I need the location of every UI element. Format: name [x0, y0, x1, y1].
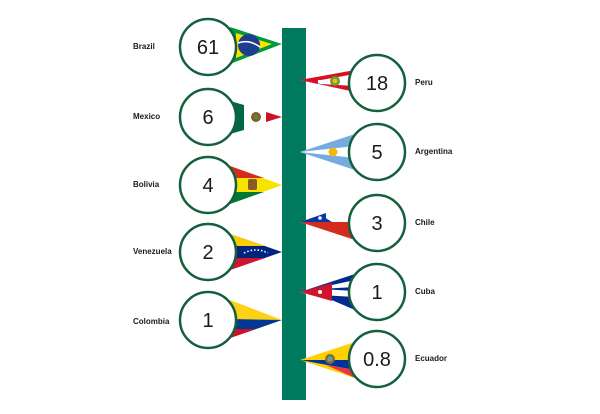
venezuela-value-circle [178, 222, 238, 282]
brazil-entry: 61 Brazil [133, 17, 282, 77]
argentina-label: Argentina [415, 147, 453, 156]
chile-entry: 3 Chile [300, 193, 435, 253]
ecuador-flag-icon [300, 342, 355, 378]
bolivia-label: Bolivia [133, 180, 160, 189]
argentina-value-circle [347, 122, 407, 182]
bolivia-entry: 4 Bolivia [133, 155, 282, 215]
ecuador-entry: 0.8 Ecuador [300, 329, 447, 389]
argentina-value: 5 [371, 142, 382, 164]
chile-label: Chile [415, 218, 435, 227]
chile-value-circle [347, 193, 407, 253]
brazil-flag-icon [230, 27, 282, 64]
colombia-value: 1 [202, 310, 213, 332]
peru-entry: 18 Peru [300, 53, 433, 113]
colombia-value-circle [178, 290, 238, 350]
cuba-label: Cuba [415, 287, 436, 296]
venezuela-value: 2 [202, 242, 213, 264]
cuba-flag-icon [300, 274, 355, 310]
peru-value: 18 [366, 73, 388, 95]
cuba-entry: 1 Cuba [300, 262, 436, 322]
chile-flag-icon [300, 204, 355, 240]
flag-pole [282, 28, 306, 400]
mexico-flag-icon [230, 101, 282, 134]
brazil-label: Brazil [133, 42, 155, 51]
colombia-entry: 1 Colombia [133, 290, 282, 350]
bolivia-value: 4 [202, 175, 213, 197]
ecuador-value: 0.8 [363, 349, 391, 371]
brazil-value: 61 [197, 37, 219, 59]
mexico-value: 6 [202, 107, 213, 129]
argentina-flag-icon [300, 134, 355, 170]
cuba-value-circle [347, 262, 407, 322]
venezuela-flag-icon [230, 234, 282, 270]
brazil-value-circle [178, 17, 238, 77]
venezuela-label: Venezuela [133, 247, 172, 256]
peru-label: Peru [415, 78, 433, 87]
mexico-value-circle [178, 87, 238, 147]
ecuador-value-circle [347, 329, 407, 389]
ecuador-label: Ecuador [415, 354, 447, 363]
bolivia-flag-icon [230, 166, 282, 204]
peru-value-circle [347, 53, 407, 113]
argentina-entry: 5 Argentina [300, 122, 453, 182]
colombia-label: Colombia [133, 317, 170, 326]
peru-flag-icon [300, 70, 355, 92]
cuba-value: 1 [371, 282, 382, 304]
mexico-label: Mexico [133, 112, 160, 121]
colombia-flag-icon [230, 300, 282, 338]
mexico-entry: 6 Mexico [133, 87, 282, 147]
bolivia-value-circle [178, 155, 238, 215]
chile-value: 3 [371, 213, 382, 235]
venezuela-entry: 2 Venezuela [133, 222, 282, 282]
